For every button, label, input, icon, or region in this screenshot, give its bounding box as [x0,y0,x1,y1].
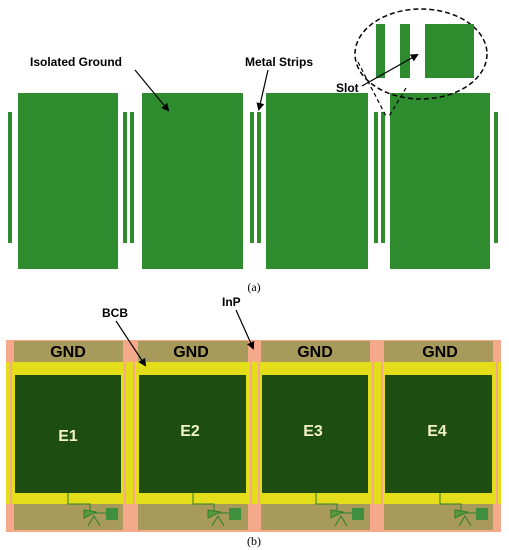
ground-block-1 [18,93,118,269]
metal-strip [494,112,498,243]
electrode-label-e1: E1 [58,428,78,445]
electrode-label-e4: E4 [427,423,447,440]
inp-line [250,362,252,504]
bcb-label: BCB [102,306,128,320]
zoom-block [425,24,474,78]
caption-b: (b) [247,534,261,548]
isolated-ground-label: Isolated Ground [30,55,122,69]
bond-pad [476,508,488,520]
inp-line [124,362,126,504]
inp-line [372,362,374,504]
bcb-arrow [115,320,147,367]
metal-strip [374,112,378,243]
caption-a: (a) [247,280,260,294]
slot-label: Slot [336,81,359,95]
gnd-pad-top [384,341,493,362]
unit-cell-2 [130,341,255,530]
electrode-e2 [139,375,246,493]
inp-line [496,362,498,504]
zoom-strip [376,24,385,78]
isolated-ground-arrow [134,69,170,112]
metal-strips-arrow [256,69,269,111]
wiring [439,493,476,527]
wiring [67,493,106,527]
electrode-e1 [15,375,121,493]
ground-block-3 [266,93,368,269]
zoom-strip [400,24,410,78]
inp-label: InP [222,295,241,309]
gnd-pad-bottom [14,504,123,530]
panel-a: Isolated Ground Metal Strips Slot (a) [8,8,498,294]
gnd-label-1: GND [50,344,86,361]
metal-strip [8,112,12,243]
gnd-label-4: GND [422,344,458,361]
gnd-pad-bottom [261,504,370,530]
metal-strips-label: Metal Strips [245,55,313,69]
inp-line [10,362,12,504]
wiring [315,493,352,527]
electrode-e4 [385,375,492,493]
inp-line [258,362,260,504]
inp-line [381,362,383,504]
gnd-pad-bottom [384,504,493,530]
slot-arrow [361,54,419,87]
zoom-leader [387,87,407,119]
gnd-pad-top [14,341,123,362]
bond-pad [229,508,241,520]
zoom-leader [357,61,388,119]
panel-b: GND GND GND GND E1 E2 E3 E4 BCB InP (b) [6,295,501,548]
electrode-label-e2: E2 [180,423,200,440]
bond-pad [352,508,364,520]
electrode-e3 [262,375,368,493]
gnd-label-2: GND [173,344,209,361]
gnd-label-3: GND [297,344,333,361]
ground-block-4 [390,93,490,269]
gnd-pad-top [261,341,370,362]
zoom-callout [354,8,488,100]
metal-strip [250,112,254,243]
metal-strip [123,112,127,243]
bond-pad [106,508,118,520]
ground-block-2 [142,93,243,269]
gnd-pad-top [138,341,248,362]
inp-arrow [235,309,255,350]
unit-cell-3 [255,341,377,530]
metal-strip [130,112,134,243]
metal-strip [381,112,385,243]
inp-line [133,362,135,504]
unit-cell-4 [377,341,501,530]
unit-cell-1 [6,341,130,530]
metal-strip [257,112,261,243]
wiring [192,493,229,527]
electrode-label-e3: E3 [303,423,323,440]
